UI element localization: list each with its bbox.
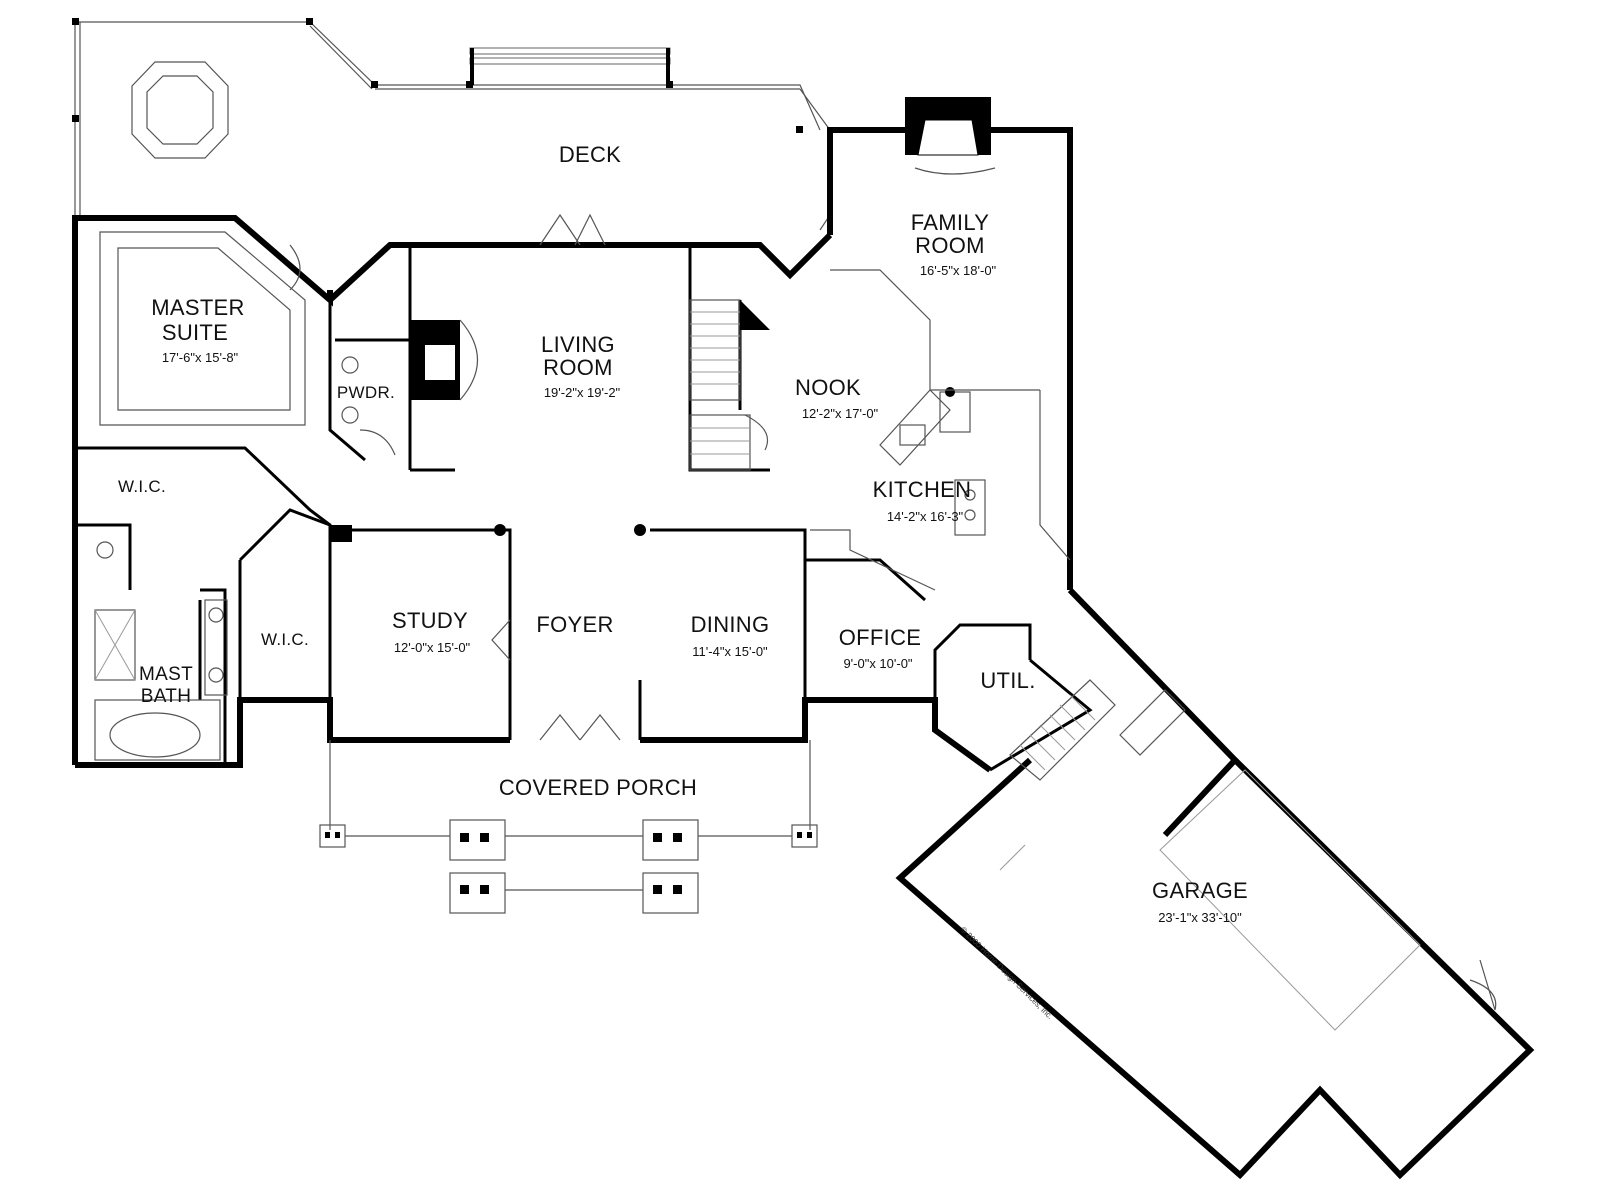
pwdr-label: PWDR.	[337, 383, 395, 402]
master-suite-details	[94, 231, 359, 761]
master-suite-label-line2: SUITE	[162, 320, 228, 345]
util-label: UTIL.	[980, 668, 1035, 693]
dining-dims: 11'-4"x 15'-0"	[692, 644, 768, 659]
room-labels: DECK FAMILY ROOM 16'-5"x 18'-0" MASTER S…	[118, 142, 1248, 1021]
covered-porch	[319, 740, 818, 914]
stairs-garage	[1009, 679, 1186, 781]
nook-dims: 12'-2"x 17'-0"	[802, 406, 879, 421]
interior-walls	[75, 245, 1421, 1031]
living-room-dims: 19'-2"x 19'-2"	[544, 385, 621, 400]
study-dims: 12'-0"x 15'-0"	[394, 640, 471, 655]
mast-bath-label-line2: BATH	[141, 686, 191, 707]
family-room-label-line1: FAMILY	[911, 210, 989, 235]
garage-label: GARAGE	[1152, 878, 1248, 903]
nook-label: NOOK	[795, 375, 861, 400]
office-label: OFFICE	[839, 625, 921, 650]
family-room-dims: 16'-5"x 18'-0"	[920, 263, 997, 278]
office-dims: 9'-0"x 10'-0"	[843, 656, 912, 671]
stairs-living	[689, 299, 770, 471]
mast-bath-label-line1: MAST	[139, 664, 193, 685]
master-suite-label-line1: MASTER	[151, 295, 244, 320]
foyer-label: FOYER	[536, 612, 613, 637]
exterior-walls	[72, 97, 1535, 1180]
family-room-label-line2: ROOM	[915, 233, 985, 258]
deck-label: DECK	[559, 142, 621, 167]
kitchen-dims: 14'-2"x 16'-3"	[887, 509, 964, 524]
kitchen-label: KITCHEN	[873, 477, 972, 502]
deck	[72, 18, 831, 231]
master-suite-dims: 17'-6"x 15'-8"	[162, 350, 239, 365]
garage-dims: 23'-1"x 33'-10"	[1158, 910, 1242, 925]
study-label: STUDY	[392, 608, 468, 633]
living-room-label-line1: LIVING	[541, 332, 615, 357]
covered-porch-label: COVERED PORCH	[499, 775, 697, 800]
copyright-notice: © 2000 Home Design Services, Inc.	[959, 925, 1055, 1021]
doors	[289, 213, 1497, 1011]
wic-top-label: W.I.C.	[118, 477, 166, 496]
wic-side-label: W.I.C.	[261, 630, 309, 649]
living-room-label-line2: ROOM	[543, 355, 613, 380]
dining-label: DINING	[691, 612, 770, 637]
